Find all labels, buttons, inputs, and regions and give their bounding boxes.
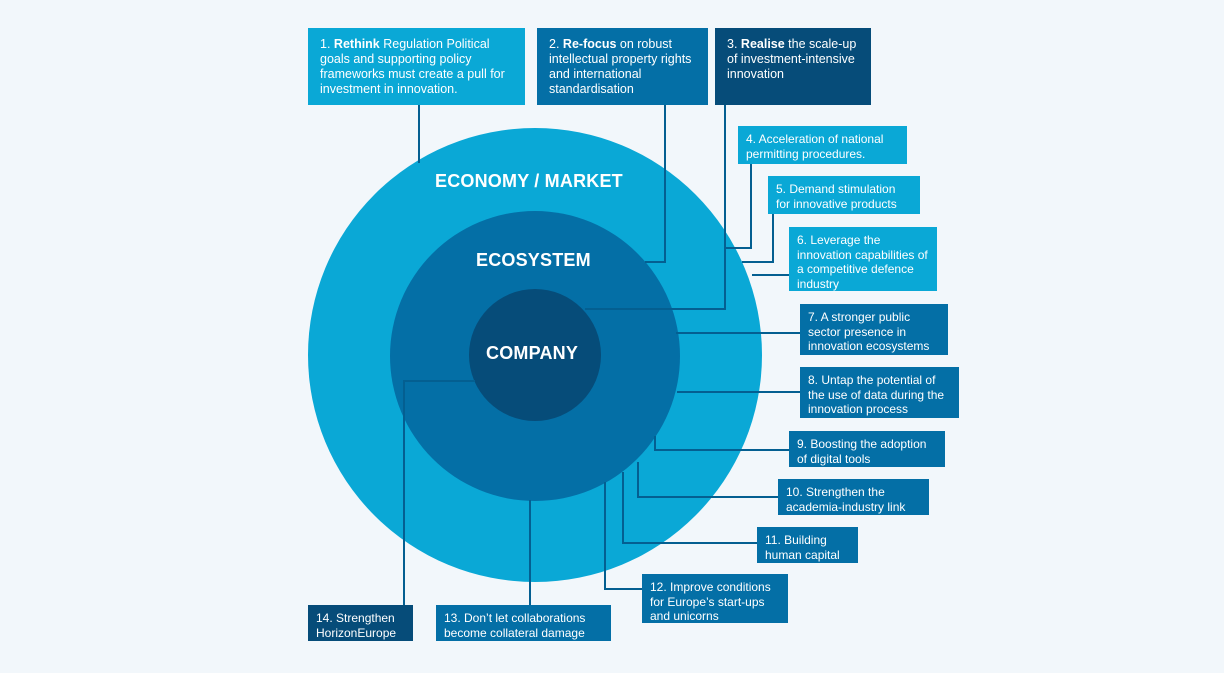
box-refocus-number: 2. bbox=[549, 37, 560, 51]
box-item-10: 10. Strengthen the academia-industry lin… bbox=[778, 479, 929, 515]
box-item-6: 6. Leverage the innovation capabilities … bbox=[789, 227, 937, 291]
box-refocus-text: on robust intellectual property rights a… bbox=[549, 37, 692, 96]
connector-lines bbox=[403, 105, 800, 605]
box-refocus: 2. Re-focus on robust intellectual prope… bbox=[537, 28, 708, 105]
box-realise: 3. Realise the scale-up of investment-in… bbox=[715, 28, 871, 105]
box-realise-keyword: Realise bbox=[740, 37, 785, 51]
box-rethink-keyword: Rethink bbox=[333, 37, 380, 51]
connector-9 bbox=[654, 436, 789, 451]
box-rethink-text: Regulation Political goals and supportin… bbox=[320, 37, 505, 96]
box-item-11: 11. Building human capital bbox=[757, 527, 858, 563]
company-label: COMPANY bbox=[486, 343, 579, 363]
box-realise-number: 3. bbox=[727, 37, 738, 51]
box-realise-text: the scale-up of investment-intensive inn… bbox=[727, 37, 857, 81]
connector-4 bbox=[726, 164, 752, 249]
connector-5 bbox=[742, 214, 774, 263]
box-item-4: 4. Acceleration of national permitting p… bbox=[738, 126, 907, 164]
connector-3 bbox=[585, 105, 726, 310]
box-item-8: 8. Untap the potential of the use of dat… bbox=[800, 367, 959, 418]
connector-14 bbox=[403, 380, 475, 605]
box-item-13: 13. Don’t let collaborations become coll… bbox=[436, 605, 611, 641]
box-item-7: 7. A stronger public sector presence in … bbox=[800, 304, 948, 355]
box-item-9: 9. Boosting the adoption of digital tool… bbox=[789, 431, 945, 467]
box-item-5: 5. Demand stimulation for innovative pro… bbox=[768, 176, 920, 214]
box-item-14: 14. Strengthen HorizonEurope bbox=[308, 605, 413, 641]
connector-12 bbox=[604, 482, 642, 590]
box-item-12: 12. Improve conditions for Europe’s star… bbox=[642, 574, 788, 623]
ecosystem-label: ECOSYSTEM bbox=[476, 250, 591, 270]
connector-10 bbox=[637, 462, 778, 498]
box-rethink-number: 1. bbox=[320, 37, 331, 51]
box-refocus-keyword: Re-focus bbox=[562, 37, 617, 51]
economy-market-label: ECONOMY / MARKET bbox=[435, 171, 623, 191]
company-core bbox=[469, 289, 601, 421]
box-rethink: 1. Rethink Regulation Political goals an… bbox=[308, 28, 525, 105]
connector-2 bbox=[645, 105, 666, 263]
connector-11 bbox=[622, 472, 757, 544]
